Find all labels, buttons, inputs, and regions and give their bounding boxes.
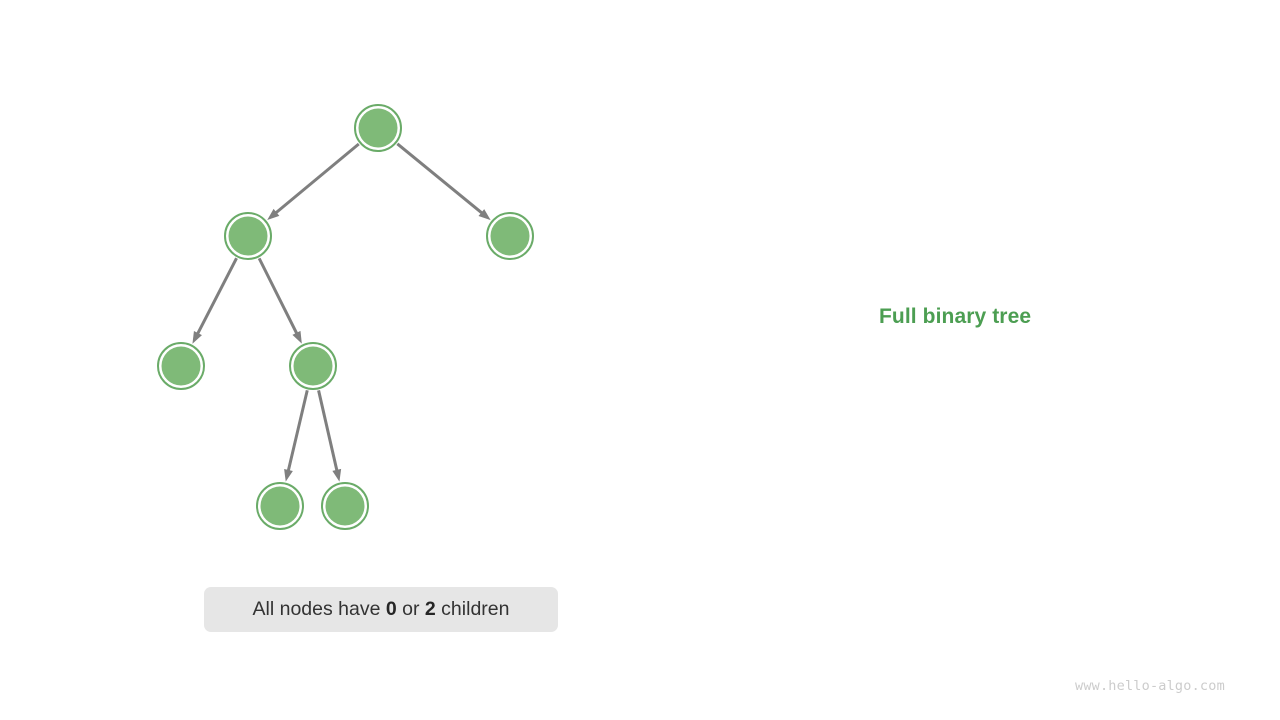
watermark: www.hello-algo.com: [1075, 678, 1225, 694]
tree-edge: [192, 257, 238, 344]
tree-node[interactable]: [289, 342, 337, 390]
edge-line: [257, 257, 299, 336]
tree-edge: [267, 142, 360, 221]
node-layer: [157, 104, 534, 530]
caption-emphasis: 2: [424, 598, 436, 620]
caption-emphasis: 0: [385, 598, 397, 620]
node-fill: [325, 486, 365, 526]
edge-layer: [192, 142, 491, 482]
edge-arrowhead-icon: [267, 208, 280, 221]
node-outer-ring: [486, 212, 534, 260]
edge-line: [317, 390, 339, 473]
page-title: Full binary tree: [879, 305, 1032, 328]
tree-edge: [257, 257, 302, 344]
edge-arrowhead-icon: [478, 209, 491, 221]
node-fill: [358, 108, 398, 148]
tree-node[interactable]: [256, 482, 304, 530]
caption-segment: or: [396, 598, 425, 620]
node-outer-ring: [256, 482, 304, 530]
edge-line: [396, 142, 484, 216]
edge-arrowhead-icon: [284, 468, 293, 482]
node-fill: [293, 346, 333, 386]
node-fill: [490, 216, 530, 256]
edge-arrowhead-icon: [192, 331, 202, 344]
edge-line: [195, 257, 238, 336]
caption-segment: All nodes have: [252, 598, 386, 620]
node-outer-ring: [289, 342, 337, 390]
node-fill: [228, 216, 268, 256]
node-fill: [161, 346, 201, 386]
node-fill: [260, 486, 300, 526]
edge-arrowhead-icon: [292, 330, 302, 344]
tree-edge: [396, 142, 491, 221]
node-outer-ring: [321, 482, 369, 530]
tree-node[interactable]: [321, 482, 369, 530]
caption-segment: children: [435, 598, 510, 620]
edge-line: [273, 142, 360, 215]
node-outer-ring: [354, 104, 402, 152]
edge-line: [286, 389, 309, 473]
tree-node[interactable]: [224, 212, 272, 260]
caption-badge: All nodes have 0 or 2 children: [204, 587, 558, 632]
tree-node[interactable]: [354, 104, 402, 152]
tree-node[interactable]: [157, 342, 205, 390]
caption-text: All nodes have 0 or 2 children: [253, 598, 510, 621]
node-outer-ring: [157, 342, 205, 390]
tree-edge: [317, 390, 342, 482]
node-outer-ring: [224, 212, 272, 260]
edge-arrowhead-icon: [332, 468, 342, 482]
tree-node[interactable]: [486, 212, 534, 260]
tree-edge: [284, 389, 309, 482]
